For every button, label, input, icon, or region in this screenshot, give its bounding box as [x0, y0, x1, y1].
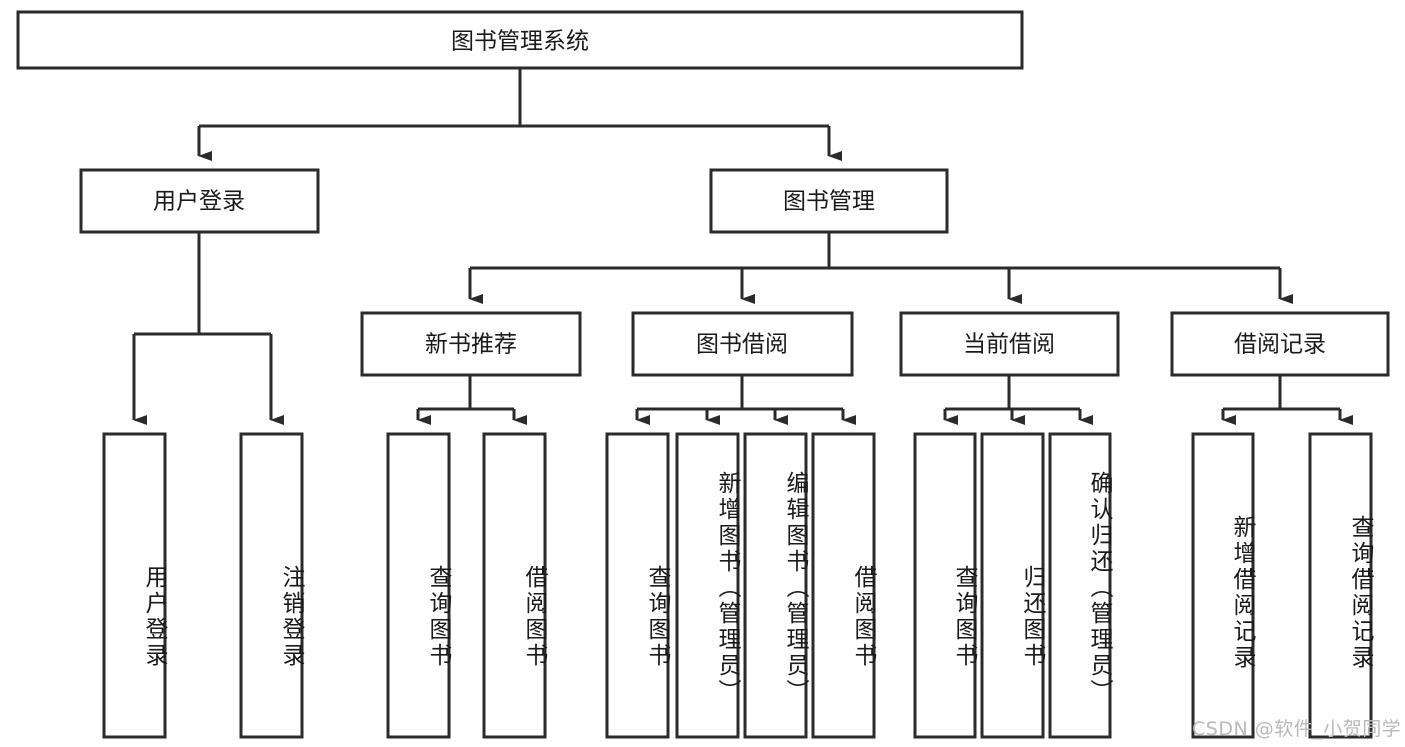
node-book-borrow[interactable]: 图书借阅 [631, 311, 854, 377]
node-new-book-recommend[interactable]: 新书推荐 [360, 311, 582, 377]
node-book-manage-label: 图书管理 [783, 189, 875, 215]
node-book-borrow-label: 图书借阅 [696, 332, 788, 358]
node-borrow-record-label: 借阅记录 [1234, 332, 1326, 358]
node-book-manage-box[interactable] [709, 168, 949, 234]
node-leaf-query-record-box[interactable] [1308, 432, 1373, 739]
node-current-borrow-box[interactable] [899, 311, 1120, 377]
node-user-login-box[interactable] [79, 168, 320, 234]
node-leaf-query-book-2-box[interactable] [605, 432, 670, 739]
connector-group-borrow-record [1221, 375, 1353, 425]
node-leaf-query-book-3-box[interactable] [913, 432, 977, 739]
node-leaf-return-book-box[interactable] [980, 432, 1045, 739]
node-leaf-confirm-return-box[interactable] [1048, 432, 1112, 739]
node-leaf-borrow-book-2-box[interactable] [811, 432, 876, 739]
node-root-label: 图书管理系统 [451, 29, 589, 55]
csdn-watermark: CSDN @软件_小贺同学 [1192, 718, 1402, 740]
node-leaf-add-record-box[interactable] [1191, 432, 1255, 739]
node-root-box[interactable] [16, 10, 1024, 70]
connector-group-current-borrow [943, 375, 1093, 425]
connector-group-book-manage [468, 232, 1293, 304]
node-leaf-add-book-box[interactable] [675, 432, 740, 739]
connector-group-new-book-recommend [416, 375, 527, 425]
node-leaf-user-login-box[interactable] [102, 432, 167, 739]
node-borrow-record[interactable]: 借阅记录 [1170, 311, 1390, 377]
node-user-login-label: 用户登录 [153, 189, 245, 215]
node-leaf-borrow-book-1-box[interactable] [482, 432, 547, 739]
node-book-borrow-box[interactable] [631, 311, 854, 377]
connector-group-book-borrow [635, 375, 856, 425]
node-leaf-query-book-1-box[interactable] [386, 432, 451, 739]
connector-group-user-login [132, 232, 284, 425]
node-leaf-logout-box[interactable] [239, 432, 304, 739]
node-leaf-edit-book-box[interactable] [743, 432, 808, 739]
node-current-borrow-label: 当前借阅 [963, 332, 1055, 358]
node-root[interactable]: 图书管理系统 [16, 10, 1024, 70]
node-user-login[interactable]: 用户登录 [79, 168, 320, 234]
node-new-book-recommend-label: 新书推荐 [425, 332, 517, 358]
node-book-manage[interactable]: 图书管理 [709, 168, 949, 234]
node-borrow-record-box[interactable] [1170, 311, 1390, 377]
node-current-borrow[interactable]: 当前借阅 [899, 311, 1120, 377]
connector-group-root [197, 68, 842, 161]
node-new-book-recommend-box[interactable] [360, 311, 582, 377]
